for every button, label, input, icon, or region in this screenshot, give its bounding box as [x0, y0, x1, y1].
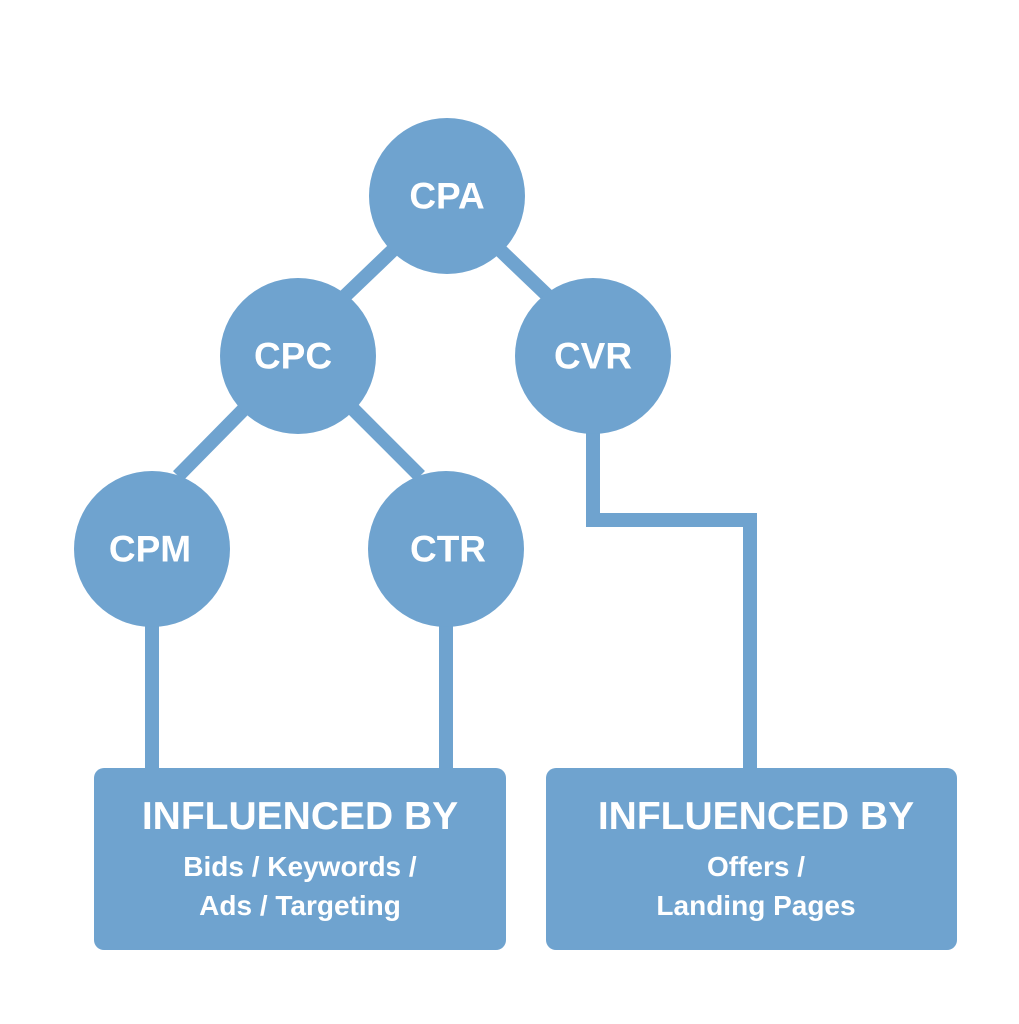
node-cpc-circle	[220, 278, 376, 434]
connector-cpc-cpm	[173, 403, 250, 481]
node-cvr-label: CVR	[554, 336, 632, 377]
influence-box-right-line-2: Landing Pages	[656, 890, 855, 921]
node-ctr: CTR	[368, 471, 524, 627]
node-cpm: CPM	[74, 471, 230, 627]
influence-box-right-heading: INFLUENCED BY	[598, 795, 914, 838]
node-ctr-circle	[368, 471, 524, 627]
influence-box-left-line-2: Ads / Targeting	[199, 890, 401, 921]
node-cpa-label: CPA	[409, 176, 484, 217]
node-cpa: CPA	[369, 118, 525, 274]
node-cpa-circle	[369, 118, 525, 274]
influence-box-right-line-1: Offers /	[707, 851, 805, 882]
node-cpm-circle	[74, 471, 230, 627]
node-ctr-label: CTR	[410, 529, 486, 570]
influence-box-right-bg	[546, 768, 957, 950]
influence-box-right: INFLUENCED BY Offers / Landing Pages	[546, 768, 957, 950]
influence-box-left-bg	[94, 768, 506, 950]
connector-cpa-cpc	[340, 244, 398, 302]
node-cpm-label: CPM	[109, 529, 191, 570]
node-cpc: CPC	[220, 278, 376, 434]
influence-box-left-line-1: Bids / Keywords /	[183, 851, 417, 882]
connector-cpc-ctr	[347, 403, 425, 481]
influence-box-left: INFLUENCED BY Bids / Keywords / Ads / Ta…	[94, 768, 506, 950]
node-cvr-circle	[515, 278, 671, 434]
connector-cvr-right-box	[586, 425, 757, 772]
connector-cpa-cvr	[495, 244, 553, 302]
node-cpc-label: CPC	[254, 336, 332, 377]
connectors	[145, 244, 757, 772]
node-cvr: CVR	[515, 278, 671, 434]
influence-box-left-heading: INFLUENCED BY	[142, 795, 458, 838]
